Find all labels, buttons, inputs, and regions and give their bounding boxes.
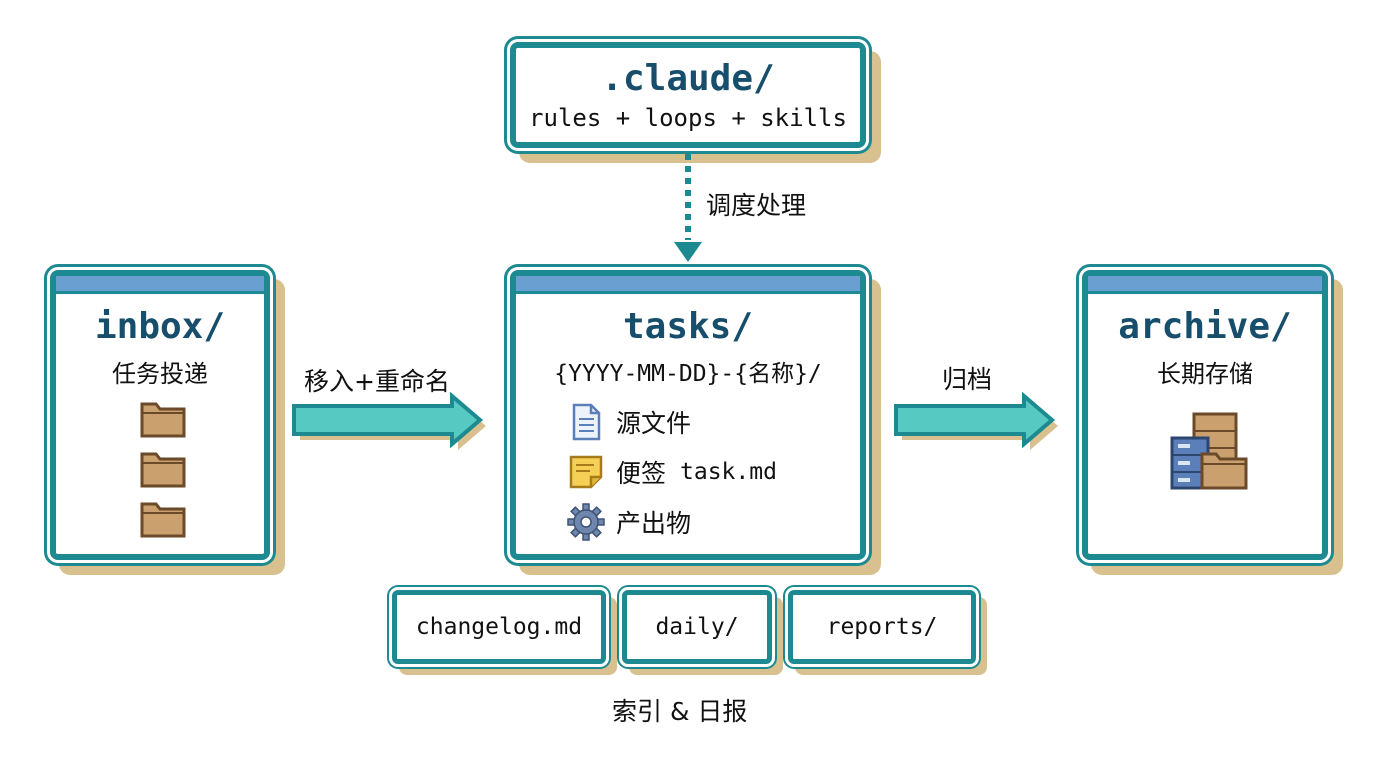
claude-title: .claude/ [601, 58, 775, 99]
tasks-item-source: 源文件 [566, 402, 691, 442]
archive-node[interactable]: archive/ 长期存储 [1082, 270, 1328, 560]
tasks-item-label: 产出物 [616, 509, 692, 538]
archive-title-bar [1088, 276, 1322, 294]
folder-icon [140, 402, 186, 438]
tasks-node[interactable]: tasks/ {YYYY-MM-DD}-{名称}/ 源文件 便签 task.md [510, 270, 866, 560]
inbox-title: inbox/ [94, 306, 226, 347]
archive-subtitle: 长期存储 [1157, 360, 1253, 388]
tag-changelog[interactable]: changelog.md [392, 590, 606, 664]
dispatch-label: 调度处理 [706, 191, 807, 220]
tasks-subtitle: {YYYY-MM-DD}-{名称}/ [554, 361, 822, 387]
move-label: 移入+重命名 [304, 367, 450, 396]
archive-label: 归档 [942, 365, 993, 394]
claude-node[interactable]: .claude/ rules + loops + skills [510, 42, 866, 148]
claude-subtitle: rules + loops + skills [529, 104, 847, 132]
tasks-title-bar [516, 276, 860, 294]
tasks-item-filename: task.md [680, 459, 777, 485]
archive-arrow [894, 392, 1058, 450]
folder-icon [140, 502, 186, 538]
tag-daily[interactable]: daily/ [622, 590, 772, 664]
tasks-title: tasks/ [622, 306, 754, 347]
tasks-item-output: 产出物 [566, 502, 691, 542]
inbox-title-bar [56, 276, 264, 294]
inbox-node[interactable]: inbox/ 任务投递 [50, 270, 270, 560]
tasks-item-note: 便签 task.md [566, 452, 777, 492]
gear-icon [567, 503, 605, 541]
tag-reports[interactable]: reports/ [788, 590, 976, 664]
document-icon [572, 403, 601, 441]
tasks-item-label: 源文件 [616, 409, 692, 438]
inbox-subtitle: 任务投递 [112, 360, 208, 388]
sticky-note-icon [569, 455, 603, 489]
tasks-item-label: 便签 [616, 459, 667, 488]
folder-icon [140, 452, 186, 488]
index-label: 索引 & 日报 [612, 697, 748, 726]
storage-archive-icon [1170, 412, 1248, 490]
move-arrow [292, 392, 486, 450]
archive-title: archive/ [1118, 306, 1292, 347]
dispatch-arrow [674, 154, 702, 262]
